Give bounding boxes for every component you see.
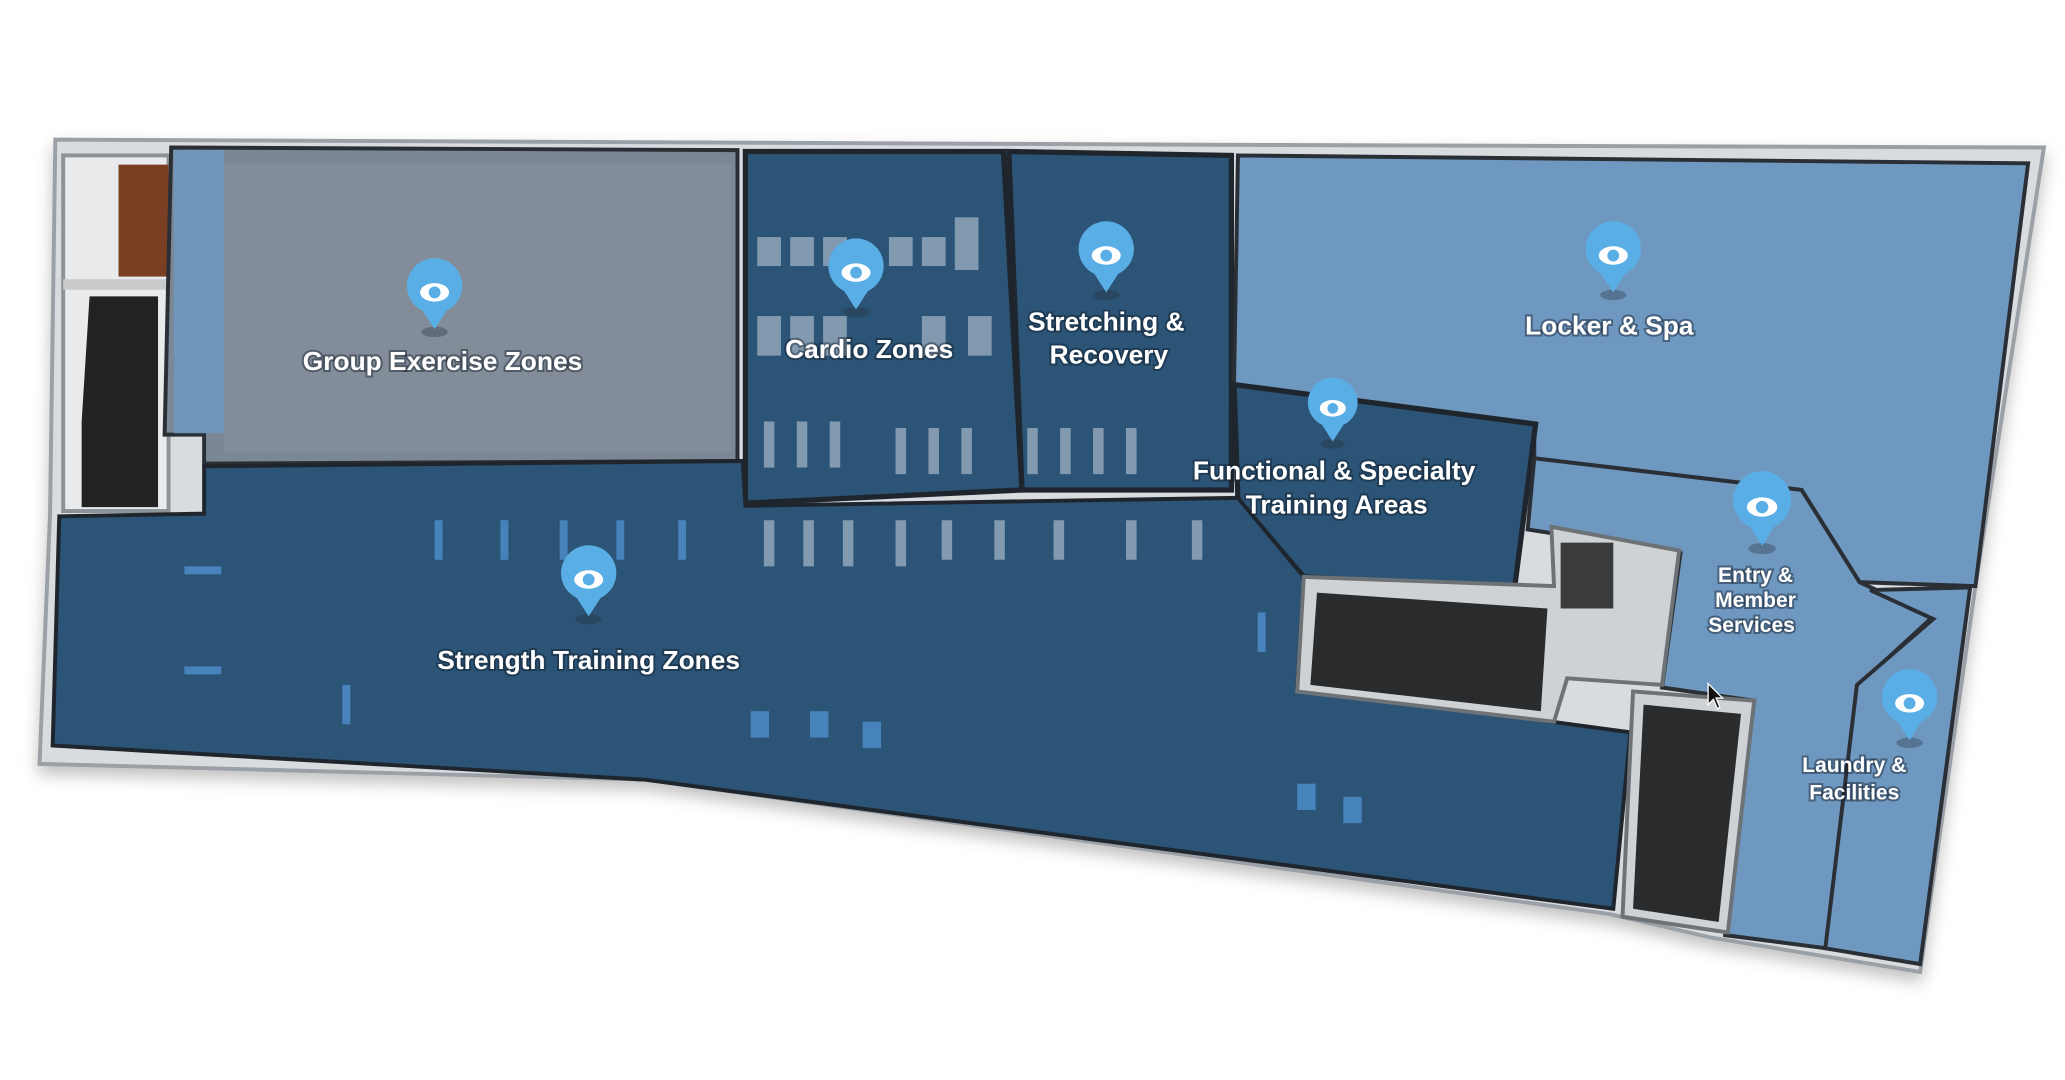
label-laundry-line2[interactable]: Facilities	[1807, 779, 1901, 806]
label-locker[interactable]: Locker & Spa	[1523, 309, 1696, 343]
label-entry-line3[interactable]: Services	[1706, 612, 1797, 639]
cardio-machines	[757, 217, 1203, 567]
label-group-exercise[interactable]: Group Exercise Zones	[301, 344, 584, 378]
mouse-cursor-icon	[1707, 681, 1725, 710]
label-stretching-line2[interactable]: Recovery	[1048, 338, 1171, 372]
left-service-rooms	[61, 153, 171, 513]
label-entry-line2[interactable]: Member	[1713, 587, 1798, 614]
label-entry-line1[interactable]: Entry &	[1716, 562, 1795, 589]
service-core	[1295, 524, 1757, 935]
label-laundry-line1[interactable]: Laundry &	[1800, 752, 1908, 779]
zone-stretching[interactable]	[1006, 148, 1234, 493]
label-stretching-line1[interactable]: Stretching &	[1026, 305, 1186, 339]
equipment-markings	[184, 520, 1362, 824]
zone-laundry[interactable]	[1823, 585, 1973, 967]
label-functional-line1[interactable]: Functional & Specialty	[1191, 453, 1478, 487]
label-strength[interactable]: Strength Training Zones	[435, 643, 742, 677]
label-cardio[interactable]: Cardio Zones	[783, 332, 955, 366]
label-functional-line2[interactable]: Training Areas	[1244, 488, 1430, 522]
